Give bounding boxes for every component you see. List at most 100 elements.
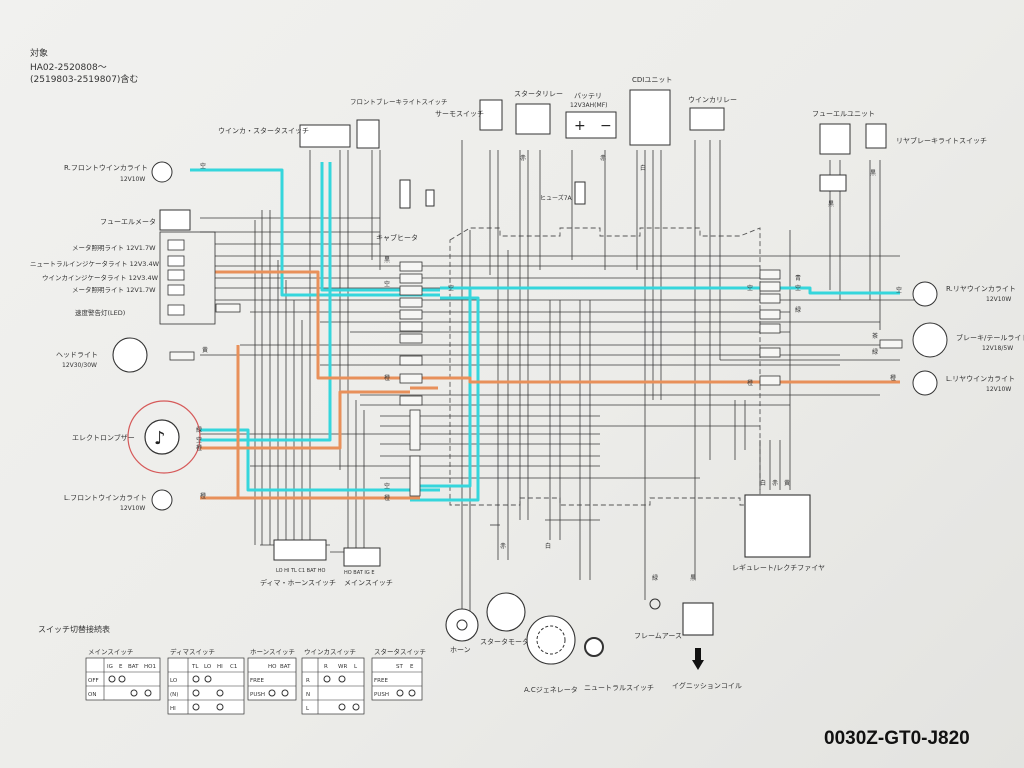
carb-heater-icon	[399, 179, 411, 209]
l-rear-winker-label: L.リヤウインカライト	[946, 375, 1015, 383]
svg-text:橙: 橙	[890, 374, 896, 382]
regulator-label: レギュレート/レクチファイヤ	[732, 564, 825, 572]
svg-text:空: 空	[384, 482, 390, 490]
ignition-coil-label: イグニッションコイル	[672, 681, 742, 690]
svg-text:ON: ON	[88, 692, 96, 698]
svg-text:HO: HO	[268, 664, 277, 670]
svg-text:FREE: FREE	[374, 678, 388, 684]
carb-heater-label: キャブヒータ	[376, 233, 418, 242]
meter-light-2-label: メータ照明ライト 12V1.7W	[72, 285, 156, 294]
cdi-unit-icon	[629, 89, 671, 146]
svg-text:IG: IG	[107, 664, 113, 670]
fuel-unit-icon	[819, 123, 851, 155]
heater-resistor-icon	[425, 189, 435, 207]
regulator-rectifier-icon	[744, 494, 811, 558]
svg-text:白: 白	[760, 479, 766, 487]
horn-label: ホーン	[450, 646, 471, 654]
winker-relay-icon	[689, 107, 725, 131]
winker-relay-label: ウインカリレー	[688, 96, 737, 104]
svg-text:空: 空	[196, 436, 202, 444]
svg-text:緑: 緑	[196, 426, 202, 434]
svg-text:メインスイッチ: メインスイッチ	[88, 648, 133, 656]
serial-range-1: HA02-2520808～	[30, 63, 107, 73]
frame-earth-label: フレームアース	[634, 632, 682, 640]
svg-text:赤: 赤	[600, 155, 606, 162]
svg-text:空: 空	[896, 286, 902, 294]
r-front-winker-bulb-icon	[151, 161, 173, 183]
svg-text:R: R	[324, 664, 328, 670]
svg-text:緑: 緑	[795, 306, 801, 314]
svg-text:WR: WR	[338, 664, 347, 670]
svg-text:HI: HI	[217, 664, 223, 670]
winker-indicator-label: ウインカインジケータライト 12V3.4W	[42, 273, 159, 282]
dimmer-switch-table: ディマスイッチ TL LO HI C1 LO (N) HI	[167, 647, 245, 715]
wire-color-codes: 空 橙 緑 空 橙 黄 黒 空 橙 空 橙 空 空 空 空 橙 橙 青 緑 茶 …	[196, 155, 902, 582]
svg-text:ウインカスイッチ: ウインカスイッチ	[304, 648, 356, 656]
svg-text:スタータスイッチ: スタータスイッチ	[374, 647, 426, 656]
winker-switch-table: ウインカスイッチ R WR L R N L	[301, 648, 365, 715]
svg-text:LO: LO	[204, 664, 212, 670]
svg-text:ディマスイッチ: ディマスイッチ	[170, 647, 215, 656]
fuel-sender-icon	[819, 174, 847, 192]
svg-text:橙: 橙	[384, 494, 390, 502]
front-brake-switch-label: フロントブレーキライトスイッチ	[350, 97, 448, 106]
main-switch-pin-labels: HO BAT IG E	[344, 570, 375, 576]
svg-text:FREE: FREE	[250, 678, 264, 684]
battery-label: バッテリ	[574, 92, 602, 100]
brake-tail-bulb-icon	[912, 322, 948, 358]
black-wire-runs	[200, 217, 920, 553]
svg-text:茶: 茶	[872, 332, 878, 340]
svg-text:橙: 橙	[747, 379, 753, 387]
svg-text:HO1: HO1	[144, 664, 156, 670]
svg-text:白: 白	[640, 164, 646, 172]
dimmer-pin-labels: LO HI TL C1 BAT HO	[276, 568, 326, 574]
neutral-switch-icon	[584, 637, 604, 657]
r-front-winker-spec: 12V10W	[120, 176, 145, 183]
connector-clusters	[169, 261, 903, 497]
applies-to-label: 対象	[30, 47, 48, 59]
svg-text:橙: 橙	[200, 492, 206, 500]
main-switch-icon	[343, 547, 381, 567]
serial-range-2: (2519803-2519807)含む	[30, 73, 138, 85]
cyan-wires	[190, 162, 900, 502]
fuse-icon	[574, 181, 586, 205]
top-components: ウインカ・スタータスイッチ フロントブレーキライトスイッチ サーモスイッチ キャ…	[218, 76, 987, 242]
svg-text:赤: 赤	[500, 543, 506, 550]
svg-text:橙: 橙	[196, 444, 202, 452]
l-front-winker-bulb-icon	[151, 489, 173, 511]
orange-wires	[200, 270, 900, 500]
headlight-label: ヘッドライト	[56, 351, 98, 359]
switch-tables: スイッチ切替接続表 メインスイッチ IG E BAT HO1 OFF ON ディ…	[38, 624, 426, 715]
battery-icon	[565, 111, 617, 139]
speed-warning-label: 速度警告灯(LED)	[75, 308, 125, 317]
svg-text:BAT: BAT	[280, 664, 291, 670]
svg-text:黒: 黒	[870, 170, 876, 177]
svg-text:黒: 黒	[690, 575, 696, 582]
svg-text:PUSH: PUSH	[250, 692, 265, 698]
applicability-note: 対象 HA02-2520808～ (2519803-2519807)含む	[30, 47, 138, 85]
svg-text:空: 空	[795, 284, 801, 292]
fuel-unit-label: フューエルユニット	[812, 110, 875, 118]
r-rear-winker-spec: 12V10W	[986, 296, 1011, 303]
ac-generator-label: A.Cジェネレータ	[524, 685, 578, 694]
neutral-switch-label: ニュートラルスイッチ	[584, 684, 654, 692]
thermo-switch-label: サーモスイッチ	[435, 110, 484, 118]
svg-text:E: E	[410, 664, 414, 670]
battery-plus-icon: +	[574, 118, 586, 134]
fuse-label: ヒューズ7A	[540, 194, 573, 202]
svg-text:空: 空	[384, 280, 390, 288]
svg-text:緑: 緑	[652, 574, 658, 582]
svg-text:赤: 赤	[772, 480, 778, 487]
dimmer-horn-switch-icon	[273, 539, 327, 561]
buzzer-highlight-ring	[127, 400, 201, 474]
spark-plug-arrow-icon	[692, 660, 704, 670]
fuel-meter-icon	[159, 209, 191, 231]
svg-text:赤: 赤	[520, 155, 526, 162]
thermo-switch-icon	[479, 99, 503, 131]
black-wire-bundle	[254, 140, 881, 620]
l-rear-winker-spec: 12V10W	[986, 386, 1011, 393]
starter-relay-label: スタータリレー	[514, 89, 563, 98]
diagram-code: 0030Z-GT0-J820	[824, 728, 970, 749]
neutral-indicator-label: ニュートラルインジケータライト 12V3.4W	[30, 259, 160, 268]
svg-text:空: 空	[448, 284, 454, 292]
